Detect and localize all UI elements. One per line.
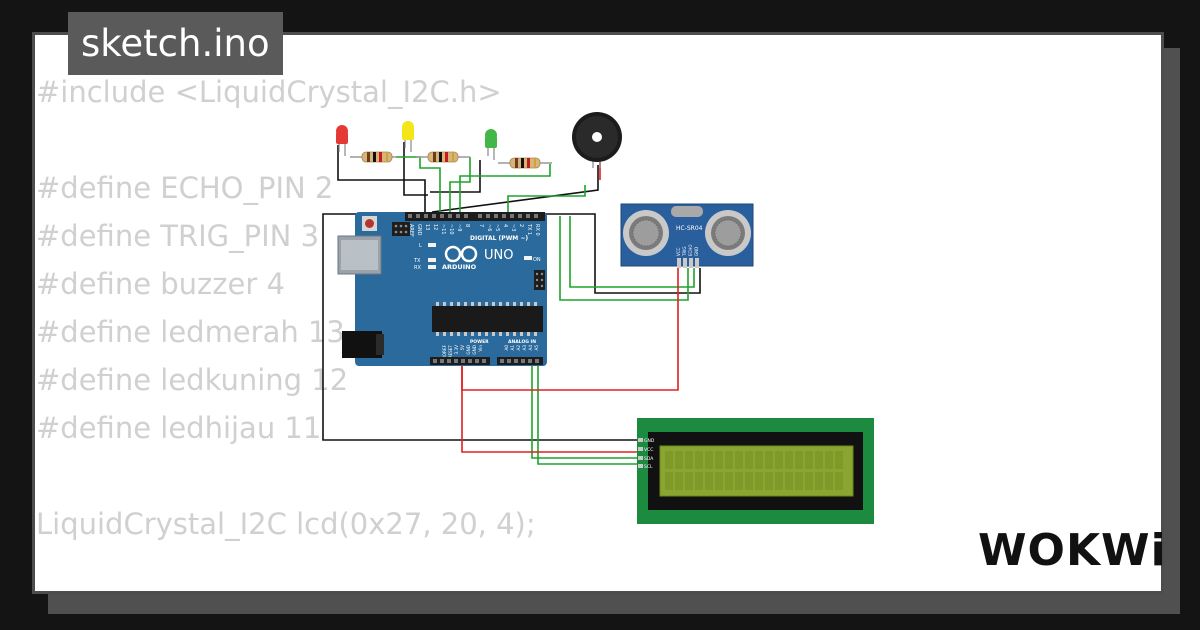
pin-label: TX 1 xyxy=(526,223,532,235)
sensor-crystal xyxy=(671,206,703,217)
green-wires xyxy=(396,156,695,465)
pin-label: 4 xyxy=(502,224,508,227)
pin-label: RESET xyxy=(448,345,453,359)
power-jack xyxy=(342,331,382,358)
red-led[interactable] xyxy=(336,125,348,156)
code-line: #define ledhijau 11 xyxy=(36,411,322,445)
code-line: #include <LiquidCrystal_I2C.h> xyxy=(36,75,502,109)
pin-label: GND xyxy=(466,345,471,355)
led-rx xyxy=(428,265,436,269)
code-line: #define ECHO_PIN 2 xyxy=(36,171,334,205)
yellow-led[interactable] xyxy=(402,121,414,152)
pin-label: GND xyxy=(416,224,422,236)
code-line: #define TRIG_PIN 3 xyxy=(36,219,320,253)
arduino-logo: UNO ARDUINO xyxy=(442,245,513,271)
buzzer[interactable] xyxy=(572,112,622,168)
led-label: TX xyxy=(413,258,421,264)
pin-label: 13 xyxy=(424,224,430,230)
yellow-led-dome xyxy=(402,121,414,133)
pin-label: A5 xyxy=(534,345,539,351)
pin-label: 7 xyxy=(478,224,484,227)
resistor[interactable] xyxy=(416,151,470,163)
wire-black xyxy=(337,145,426,214)
icsp-header xyxy=(392,222,410,236)
wire-green xyxy=(396,156,441,214)
code-line: #define buzzer 4 xyxy=(36,267,285,301)
pin-label: TRIG xyxy=(682,246,687,257)
pin-label: A0 xyxy=(504,345,509,351)
led-label: L xyxy=(419,243,422,249)
pin-label: A1 xyxy=(510,345,515,351)
pin-label: ~11 xyxy=(440,224,446,235)
pin-label: ECHO xyxy=(688,245,693,256)
pin-label: A2 xyxy=(516,345,521,351)
wire-green xyxy=(559,216,689,301)
wire-black xyxy=(430,160,481,193)
power-label: POWER xyxy=(470,339,489,345)
board-model: UNO xyxy=(484,248,513,263)
resistor[interactable] xyxy=(498,157,552,169)
analog-header xyxy=(497,357,543,365)
wire-green xyxy=(459,164,551,214)
digital-header xyxy=(405,212,545,221)
pin-label: AREF xyxy=(408,224,414,237)
pin-label: A4 xyxy=(528,345,533,351)
green-led-dome xyxy=(485,129,497,141)
pin-label: RX 0 xyxy=(534,224,540,236)
pin-label: ~3 xyxy=(510,224,516,231)
code-line: #define ledmerah 13 xyxy=(36,315,345,349)
pin-label: ~9 xyxy=(456,224,462,231)
wire-green xyxy=(537,362,640,465)
wire-green xyxy=(569,216,695,288)
pin-label: VCC xyxy=(676,247,681,256)
led-tx xyxy=(428,258,436,262)
wire-green xyxy=(531,362,640,459)
pin-label: VCC xyxy=(644,447,653,453)
pin-label: 5V xyxy=(460,345,465,351)
pin-label: ~10 xyxy=(448,224,454,235)
on-led xyxy=(524,256,532,260)
pin-label: A3 xyxy=(522,345,527,351)
sensor-label: HC-SR04 xyxy=(676,225,703,232)
lcd-display[interactable]: GND VCC SDA SCL xyxy=(637,418,874,524)
pin-label: ~5 xyxy=(494,224,500,231)
wire-black xyxy=(403,142,428,196)
power-header xyxy=(430,357,490,365)
board-brand: ARDUINO xyxy=(442,263,477,271)
pin-label: Vin xyxy=(478,345,483,352)
pin-label: GND xyxy=(644,438,655,444)
on-label: ON xyxy=(533,257,541,263)
led-l xyxy=(428,243,436,247)
pin-label: 12 xyxy=(432,224,438,230)
red-led-dome xyxy=(336,125,348,137)
arduino-uno-board[interactable]: AREF GND 13 12 ~11 ~10 ~9 8 7 ~6 ~5 4 ~3… xyxy=(337,212,547,366)
pin-label: SDA xyxy=(644,456,654,462)
wokwi-logo: WOKWi xyxy=(978,525,1167,576)
code-line: #define ledkuning 12 xyxy=(36,363,349,397)
green-led[interactable] xyxy=(485,129,497,160)
pin-label: ~6 xyxy=(486,224,492,231)
pin-label: 2 xyxy=(518,224,524,227)
pin-label: 8 xyxy=(464,224,470,227)
wires xyxy=(322,142,701,465)
led-label: RX xyxy=(414,265,421,271)
pin-label: GND xyxy=(472,345,477,355)
wire-black xyxy=(431,165,599,213)
code-line: LiquidCrystal_I2C lcd(0x27, 20, 4); xyxy=(36,507,536,541)
code-editor: #include <LiquidCrystal_I2C.h> #define E… xyxy=(36,68,536,548)
pin-label: SCL xyxy=(644,464,653,470)
wire-red xyxy=(461,362,640,453)
digital-label: DIGITAL (PWM ~) xyxy=(470,235,528,242)
pin-label: GND xyxy=(694,247,699,256)
wire-green xyxy=(507,185,586,214)
sketch-filename-tab: sketch.ino xyxy=(68,12,283,75)
pin-label: 3.3V xyxy=(454,345,459,355)
pin-label: IOREF xyxy=(442,344,447,357)
analog-label: ANALOG IN xyxy=(508,339,536,345)
ultrasonic-sensor[interactable]: HC-SR04 VCC TRIG ECHO GND xyxy=(620,203,754,268)
atmega-chip xyxy=(432,306,543,332)
resistor[interactable] xyxy=(350,151,396,163)
